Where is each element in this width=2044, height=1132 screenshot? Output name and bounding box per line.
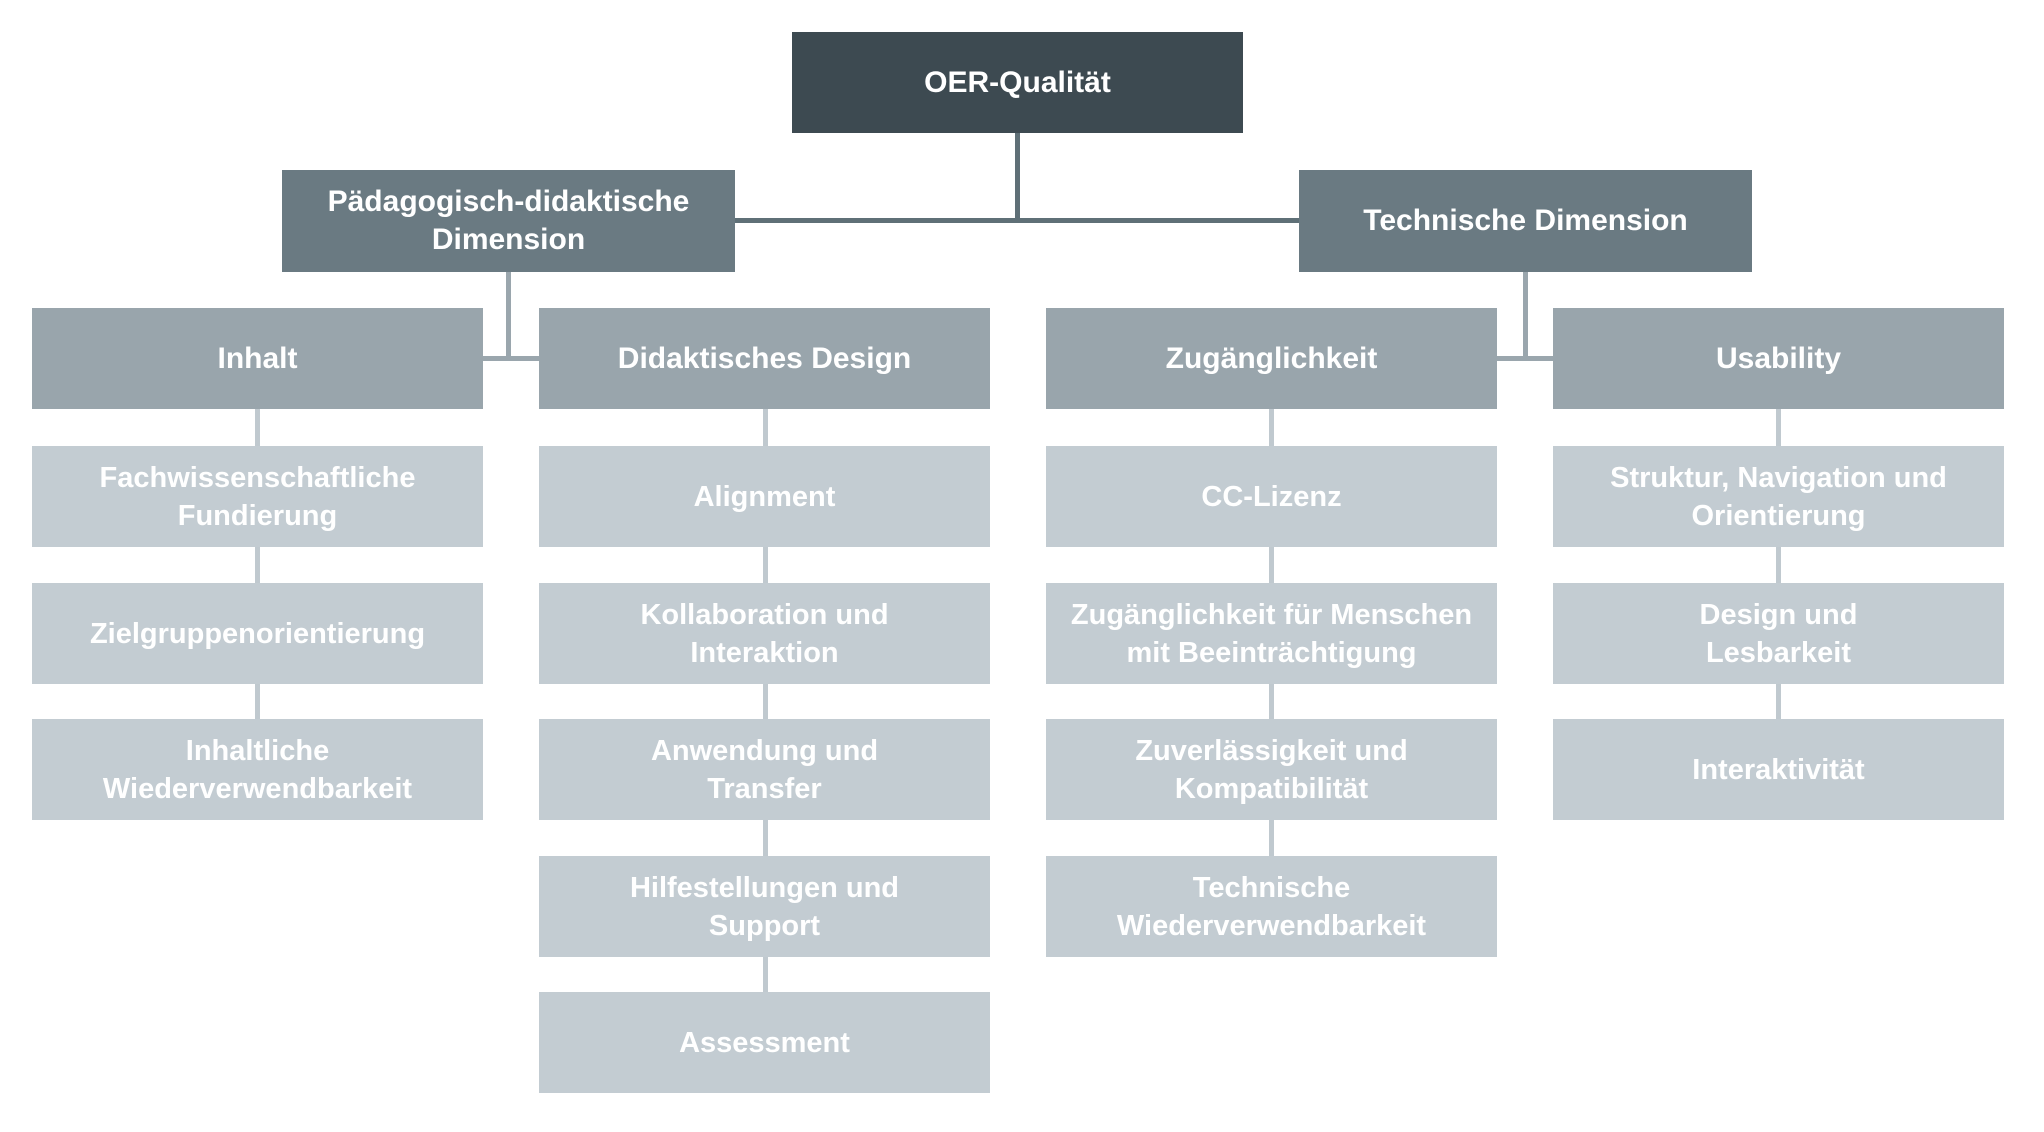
connector-col3-gap2 [1269, 546, 1274, 584]
connector-col2-gap1 [763, 408, 768, 447]
connector-col3-gap4 [1269, 819, 1274, 857]
node-header-inhalt: Inhalt [32, 308, 483, 409]
connector-technisch-vertical [1523, 272, 1528, 360]
node-item-cc-lizenz: CC-Lizenz [1046, 446, 1497, 547]
node-header-usability: Usability [1553, 308, 2004, 409]
connector-col1-gap1 [255, 408, 260, 447]
node-item-kollaboration-interaktion: Kollaboration und Interaktion [539, 583, 990, 684]
node-header-didaktisches-design: Didaktisches Design [539, 308, 990, 409]
connector-paedagogisch-vertical [506, 272, 511, 360]
connector-col2-gap4 [763, 819, 768, 857]
node-item-struktur-navigation-orientierung: Struktur, Navigation und Orientierung [1553, 446, 2004, 547]
node-header-zugaenglichkeit: Zugänglichkeit [1046, 308, 1497, 409]
node-item-inhaltliche-wiederverwendbarkeit: Inhaltliche Wiederverwendbarkeit [32, 719, 483, 820]
connector-col2-gap2 [763, 546, 768, 584]
node-item-anwendung-transfer: Anwendung und Transfer [539, 719, 990, 820]
connector-col2-gap3 [763, 683, 768, 720]
node-dimension-paedagogisch-didaktisch: Pädagogisch-didaktische Dimension [282, 170, 735, 272]
connector-zugaenglichkeit-usability-horizontal [1497, 356, 1553, 361]
node-item-interaktivitaet: Interaktivität [1553, 719, 2004, 820]
connector-col3-gap3 [1269, 683, 1274, 720]
node-item-zielgruppenorientierung: Zielgruppenorientierung [32, 583, 483, 684]
node-item-zuverlaessigkeit-kompatibilitaet: Zuverlässigkeit und Kompatibilität [1046, 719, 1497, 820]
node-item-hilfestellungen-support: Hilfestellungen und Support [539, 856, 990, 957]
connector-col4-gap3 [1776, 683, 1781, 720]
connector-inhalt-didaktisch-horizontal [483, 356, 539, 361]
node-oer-qualitaet: OER-Qualität [792, 32, 1243, 133]
connector-col3-gap1 [1269, 408, 1274, 447]
connector-col4-gap1 [1776, 408, 1781, 447]
node-item-assessment: Assessment [539, 992, 990, 1093]
node-item-technische-wiederverwendbarkeit: Technische Wiederverwendbarkeit [1046, 856, 1497, 957]
connector-col2-gap5 [763, 956, 768, 993]
node-item-alignment: Alignment [539, 446, 990, 547]
connector-col4-gap2 [1776, 546, 1781, 584]
connector-root-vertical [1015, 133, 1020, 221]
node-item-design-lesbarkeit: Design und Lesbarkeit [1553, 583, 2004, 684]
connector-col1-gap2 [255, 546, 260, 584]
node-item-fachwissenschaftliche-fundierung: Fachwissenschaftliche Fundierung [32, 446, 483, 547]
connector-dimensions-horizontal [735, 218, 1299, 223]
node-dimension-technisch: Technische Dimension [1299, 170, 1752, 272]
node-item-zugaenglichkeit-menschen-beeintraechtigung: Zugänglichkeit für Menschen mit Beeinträ… [1046, 583, 1497, 684]
connector-col1-gap3 [255, 683, 260, 720]
